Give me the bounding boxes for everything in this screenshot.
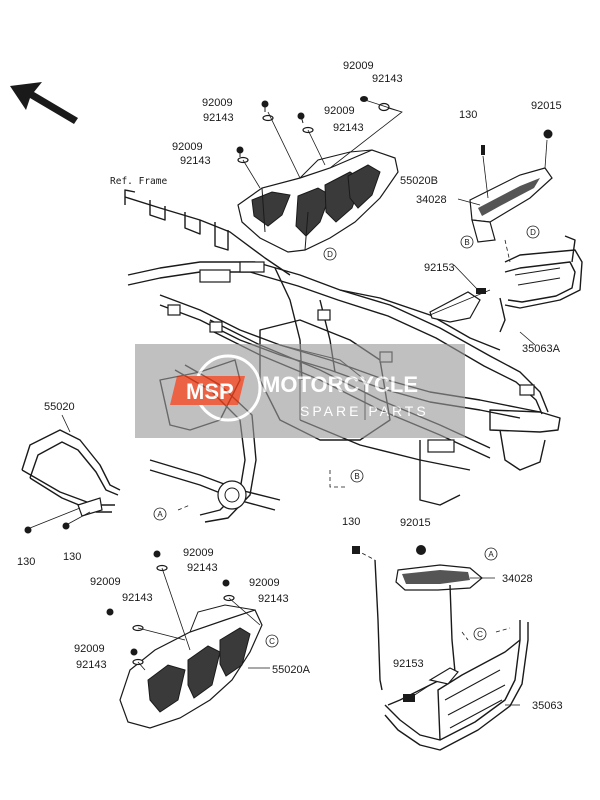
- label-130: 130: [63, 551, 81, 563]
- label-92143: 92143: [333, 122, 364, 134]
- label-92009: 92009: [324, 105, 355, 117]
- label-92143: 92143: [122, 592, 153, 604]
- label-55020b: 55020B: [400, 175, 438, 187]
- label-92143: 92143: [258, 593, 289, 605]
- label-92153: 92153: [424, 262, 455, 274]
- label-34028: 34028: [416, 194, 447, 206]
- label-92143: 92143: [76, 659, 107, 671]
- ref-frame-label: Ref. Frame: [110, 176, 167, 187]
- label-92009: 92009: [74, 643, 105, 655]
- step-assembly-top: [429, 129, 583, 346]
- watermark-title: MOTORCYCLE: [262, 372, 418, 397]
- label-35063a: 35063A: [522, 343, 561, 355]
- cover-55020b: [237, 149, 399, 253]
- label-92143: 92143: [180, 155, 211, 167]
- label-92015: 92015: [400, 517, 431, 529]
- label-92009: 92009: [90, 576, 121, 588]
- label-92009: 92009: [183, 547, 214, 559]
- label-55020: 55020: [44, 401, 75, 413]
- label-92009: 92009: [343, 60, 374, 72]
- fastener-group-top: [236, 96, 403, 189]
- label-92153: 92153: [393, 658, 424, 670]
- arrow-up-left-icon: [10, 82, 78, 124]
- part-labels: Ref. Frame 92009 92143 92009 92143 92009…: [17, 60, 563, 712]
- label-92009: 92009: [202, 97, 233, 109]
- label-92143: 92143: [203, 112, 234, 124]
- label-92015: 92015: [531, 100, 562, 112]
- label-130: 130: [17, 556, 35, 568]
- guard-55020: [21, 414, 121, 534]
- callout-b-top: B: [464, 238, 469, 247]
- callout-d-top: D: [327, 250, 333, 259]
- callout-a-left: A: [157, 510, 163, 519]
- step-assembly-bottom: [352, 545, 529, 751]
- callout-d-right: D: [530, 228, 536, 237]
- label-35063: 35063: [532, 700, 563, 712]
- callout-b-mid: B: [354, 472, 359, 481]
- label-130: 130: [459, 109, 477, 121]
- callouts: D B D B A A C C: [153, 225, 540, 648]
- label-92143: 92143: [187, 562, 218, 574]
- label-92009: 92009: [172, 141, 203, 153]
- label-130: 130: [342, 516, 360, 528]
- callout-c-left: C: [269, 637, 275, 646]
- callout-a-right: A: [488, 550, 494, 559]
- label-92009: 92009: [249, 577, 280, 589]
- callout-c-right: C: [477, 630, 483, 639]
- watermark-badge: MSP: [186, 379, 234, 404]
- watermark-subtitle: SPARE PARTS: [300, 403, 429, 419]
- label-34028: 34028: [502, 573, 533, 585]
- cover-55020a: [106, 550, 270, 729]
- watermark: MSP MOTORCYCLE SPARE PARTS: [135, 344, 465, 438]
- label-92143: 92143: [372, 73, 403, 85]
- label-55020a: 55020A: [272, 664, 311, 676]
